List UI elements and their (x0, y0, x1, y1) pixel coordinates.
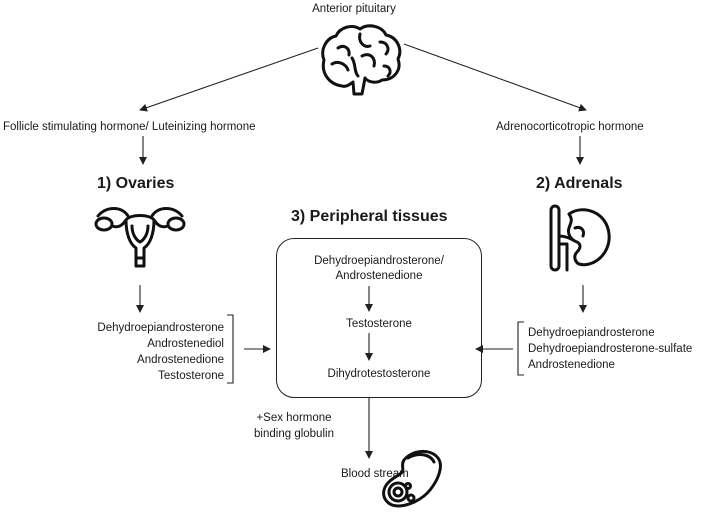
peripheral-tissues-heading: 3) Peripheral tissues (291, 208, 448, 225)
adrenals-product-androstenedione: Androstenedione (528, 359, 615, 371)
bloodstream-label: Blood stream (341, 468, 409, 480)
fsh-lh-label: Follicle stimulating hormone/ Luteinizin… (3, 121, 256, 133)
arrow-pituitary-to-adrenals (403, 43, 587, 112)
adrenals-product-dhea: Dehydroepiandrosterone (528, 327, 655, 339)
shbg-line2: binding globulin (254, 428, 334, 440)
arrow-pituitary-to-ovaries (139, 47, 319, 112)
bracket-ovaries (227, 314, 234, 384)
bracket-adrenals (517, 321, 524, 376)
peripheral-step1-line1: Dehydroepiandrosterone/ (314, 255, 444, 267)
anterior-pituitary-label: Anterior pituitary (312, 3, 396, 15)
peripheral-step1-line2: Androstenedione (335, 270, 423, 282)
shbg-line1: +Sex hormone (256, 412, 332, 424)
adrenals-heading: 2) Adrenals (536, 175, 623, 192)
peripheral-step3: Dihydrotestosterone (327, 368, 431, 380)
peripheral-tissues-box (276, 238, 482, 398)
ovaries-product-androstenediol: Androstenediol (147, 338, 224, 350)
kidney-icon (549, 204, 611, 272)
ovaries-product-testosterone: Testosterone (158, 370, 224, 382)
blood-vessel-icon (382, 450, 442, 508)
ovaries-product-dhea: Dehydroepiandrosterone (97, 322, 224, 334)
ovaries-heading: 1) Ovaries (97, 175, 175, 192)
uterus-icon (94, 207, 186, 268)
peripheral-step2: Testosterone (346, 318, 412, 330)
acth-label: Adrenocorticotropic hormone (496, 121, 644, 133)
brain-icon (321, 24, 402, 96)
adrenals-product-dhea-sulfate: Dehydroepiandrosterone-sulfate (528, 343, 693, 355)
ovaries-product-androstenedione: Androstenedione (137, 354, 224, 366)
